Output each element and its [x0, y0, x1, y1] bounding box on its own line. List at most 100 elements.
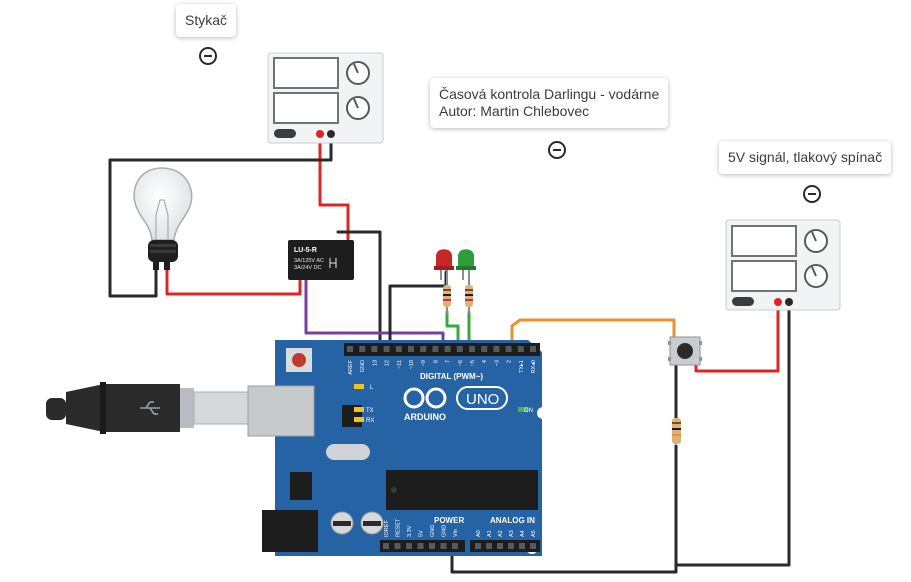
usb-symbol-icon: [140, 401, 160, 415]
collapse-icon[interactable]: [199, 47, 217, 65]
pin-label: AREF: [348, 359, 354, 374]
wire-relay-purple[interactable]: [304, 268, 445, 350]
pin-hole[interactable]: [505, 346, 512, 352]
pin-hole[interactable]: [359, 346, 366, 352]
brand-label: ARDUINO: [404, 412, 446, 422]
pin-label: 5V: [419, 530, 425, 537]
power-supply-right[interactable]: [725, 219, 841, 311]
pin-hole[interactable]: [347, 346, 353, 352]
note-signal[interactable]: 5V signál, tlakový spínač: [719, 141, 892, 174]
power-switch[interactable]: [732, 297, 754, 306]
note-text: 5V signál, tlakový spínač: [728, 149, 883, 165]
pin-label: IOREF: [384, 520, 390, 537]
arduino-infinity-logo-icon: [403, 387, 447, 409]
power-jack[interactable]: [262, 510, 318, 552]
pin-hole[interactable]: [486, 543, 492, 549]
terminal-negative[interactable]: [327, 130, 335, 138]
pin-hole[interactable]: [383, 543, 389, 549]
wire-psu1-black[interactable]: [108, 134, 333, 298]
pin-hole[interactable]: [517, 346, 524, 352]
pin-label: ~5: [470, 360, 476, 366]
note-title[interactable]: Časová kontrola Darlingu - vodárne Autor…: [430, 78, 669, 128]
pin-hole[interactable]: [475, 543, 481, 549]
pin-label: A5: [531, 530, 537, 537]
wire-led-black[interactable]: [388, 270, 448, 350]
pin-hole[interactable]: [530, 543, 536, 549]
terminal-positive[interactable]: [774, 298, 782, 306]
note-contactor[interactable]: Stykač: [176, 4, 237, 37]
resistor-led-1[interactable]: [443, 280, 451, 314]
pin-label: RESET: [396, 518, 402, 537]
collapse-icon[interactable]: [548, 141, 566, 159]
pin-label: RX◂0: [531, 360, 537, 373]
relay[interactable]: LU-5-R 3A/125V AC 3A/24V DC: [288, 240, 354, 280]
pin-label: 4: [482, 360, 488, 363]
analog-label: ANALOG IN: [490, 516, 535, 525]
usb-cable[interactable]: [46, 382, 249, 434]
wire-psu2-red[interactable]: [694, 300, 780, 373]
pin-hole[interactable]: [481, 346, 488, 352]
push-button[interactable]: [668, 336, 702, 366]
crystal: [326, 444, 370, 460]
pin-hole[interactable]: [456, 346, 463, 352]
terminal-negative[interactable]: [785, 298, 793, 306]
digital-header[interactable]: [344, 343, 540, 356]
wire-led-green-1[interactable]: [445, 310, 460, 350]
resistor-led-2[interactable]: [465, 280, 473, 314]
wire-psu2-black[interactable]: [674, 300, 791, 567]
relay-model: LU-5-R: [294, 247, 317, 254]
pin-hole[interactable]: [444, 346, 451, 352]
pin-hole[interactable]: [519, 543, 525, 549]
pin-hole[interactable]: [417, 543, 424, 549]
pin-hole[interactable]: [394, 543, 401, 549]
wire-bulb-red[interactable]: [165, 266, 302, 296]
tx-label: TX: [366, 408, 374, 414]
pin-hole[interactable]: [408, 346, 414, 352]
power-supply-top[interactable]: [267, 52, 384, 144]
led-red[interactable]: [434, 249, 454, 284]
note-author-line: Autor: Martin Chlebovec: [439, 103, 590, 119]
note-text: Stykač: [185, 12, 228, 28]
wire-relay-gnd[interactable]: [336, 230, 382, 350]
pin-hole[interactable]: [508, 543, 514, 549]
power-label: POWER: [434, 516, 464, 525]
pin-hole[interactable]: [497, 543, 503, 549]
pin-hole[interactable]: [452, 543, 458, 549]
pin-hole[interactable]: [432, 346, 439, 352]
rx-label: RX: [366, 418, 374, 424]
pin-hole[interactable]: [469, 346, 475, 352]
pin-hole[interactable]: [395, 346, 402, 352]
led-green[interactable]: [456, 249, 476, 284]
pin-hole[interactable]: [420, 346, 427, 352]
light-bulb[interactable]: [133, 167, 193, 270]
terminal-positive[interactable]: [316, 130, 324, 138]
pin-hole[interactable]: [530, 346, 536, 352]
pin-label: ~3: [494, 360, 500, 366]
resistor-button[interactable]: [672, 418, 681, 444]
pin-hole[interactable]: [406, 543, 412, 549]
pin-label: Vin: [453, 529, 459, 537]
pin-hole[interactable]: [440, 543, 447, 549]
pin-hole[interactable]: [429, 543, 435, 549]
pin-label: GND: [360, 360, 366, 372]
pin-label: A2: [498, 530, 504, 537]
analog-pin-holes: [475, 543, 536, 549]
pin-label: GND: [442, 525, 448, 537]
wire-psu1-red[interactable]: [318, 134, 350, 244]
bulb-glass-icon: [133, 167, 193, 241]
wire-resistor-gnd[interactable]: [450, 444, 678, 574]
pin-hole[interactable]: [493, 346, 500, 352]
pin-label: ~10: [409, 360, 415, 369]
wire-button-orange[interactable]: [510, 318, 676, 350]
pin-hole[interactable]: [383, 346, 390, 352]
pin-hole[interactable]: [371, 346, 378, 352]
power-switch[interactable]: [274, 129, 296, 138]
pin-label: A1: [487, 530, 493, 537]
collapse-icon[interactable]: [803, 185, 821, 203]
usb-port[interactable]: [247, 385, 315, 437]
